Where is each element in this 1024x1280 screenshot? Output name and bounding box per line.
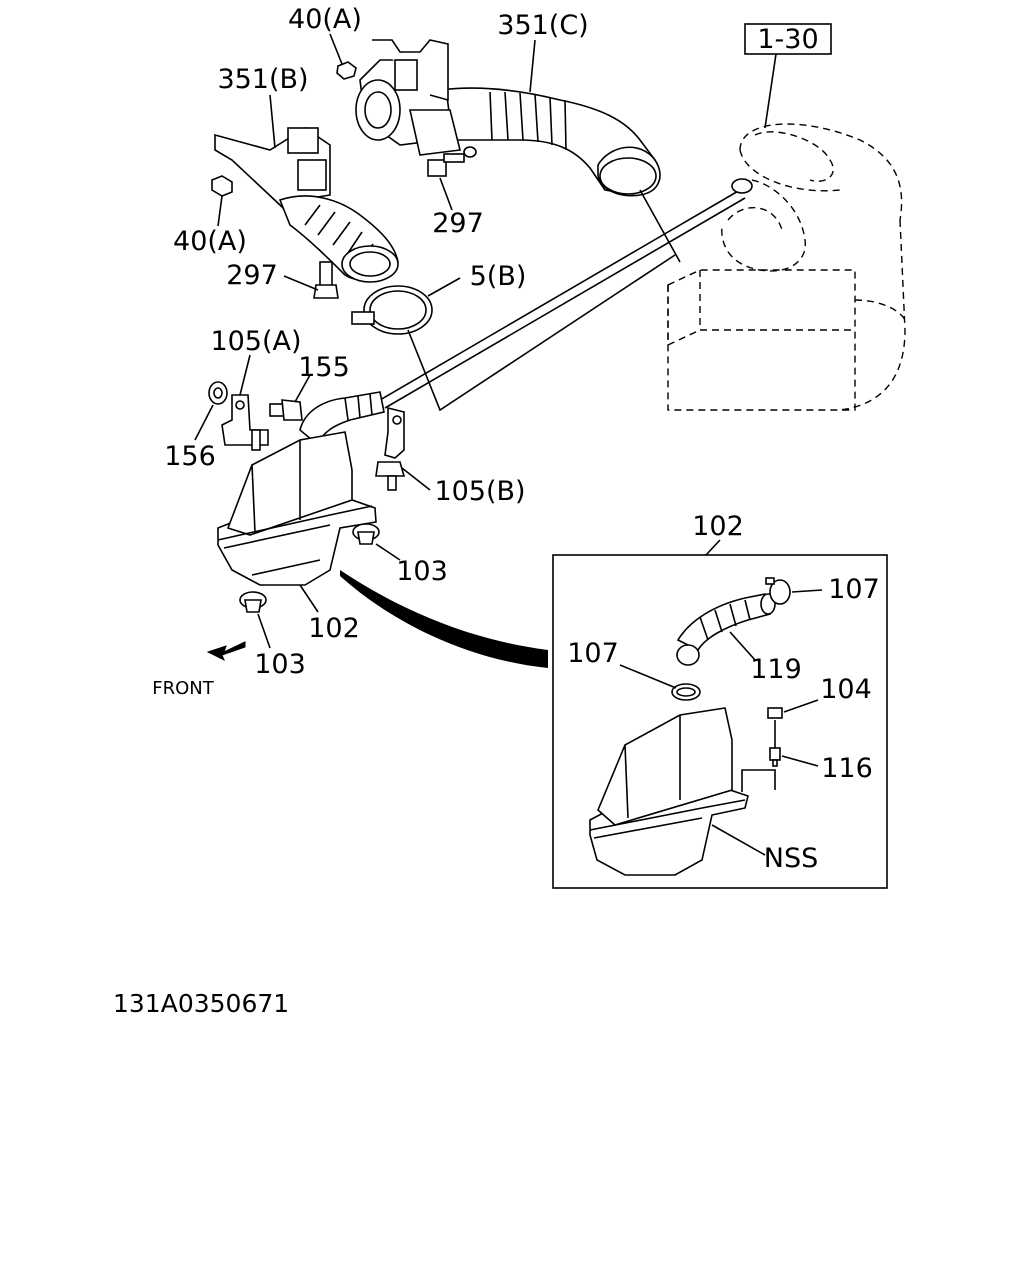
leader-103-bottom	[257, 613, 271, 649]
front-arrow-icon	[206, 641, 246, 662]
breather-pipe-upper	[379, 189, 741, 401]
leader-nss	[711, 824, 766, 856]
duct-351c-to-cleaner-leader	[639, 189, 681, 263]
bracket-105a	[221, 394, 269, 451]
detail-pointer-arrow	[340, 570, 548, 668]
inset-label-107-right: 107	[828, 574, 880, 605]
leader-5b	[427, 277, 461, 297]
label-105a: 105(A)	[210, 326, 301, 357]
nut-40a-top	[336, 61, 357, 80]
label-351b: 351(B)	[217, 64, 308, 95]
bracket-105b	[375, 406, 406, 491]
duct-routing-leader	[407, 254, 676, 412]
leader-107-left	[619, 664, 677, 689]
grommet-103-bottom	[239, 591, 267, 613]
bolt-297-left	[313, 261, 339, 299]
pipe-end	[731, 178, 753, 194]
air-duct-351b	[214, 127, 399, 283]
inset-label-104: 104	[820, 674, 872, 705]
label-40a-top: 40(A)	[288, 4, 362, 35]
leader-297-right	[439, 177, 453, 211]
label-103-bottom: 103	[254, 649, 306, 680]
inset-label-116: 116	[821, 753, 873, 784]
air-duct-351c	[355, 39, 661, 197]
ref-box-label: 1-30	[757, 24, 818, 55]
label-103-right: 103	[396, 556, 448, 587]
inset-resonator	[589, 707, 776, 876]
leader-351b	[269, 94, 276, 149]
leader-40a-left	[217, 195, 223, 227]
label-105b: 105(B)	[434, 476, 525, 507]
leader-297-left	[283, 275, 319, 291]
leader-105a	[239, 354, 251, 396]
label-5b: 5(B)	[470, 261, 527, 292]
inset-label-nss: NSS	[764, 843, 818, 874]
inset-clip-104	[767, 707, 783, 719]
air-cleaner-reference	[667, 123, 906, 411]
breather-pipe-lower	[384, 197, 746, 409]
label-297-left: 297	[226, 260, 278, 291]
leader-351c	[529, 39, 536, 93]
label-155: 155	[298, 352, 350, 383]
front-label: FRONT	[152, 678, 214, 699]
inset-clamp-107-right	[765, 577, 791, 605]
leader-116	[781, 755, 819, 767]
leader-119	[729, 631, 756, 661]
label-351c: 351(C)	[497, 10, 588, 41]
inset-pin-116	[769, 747, 781, 767]
leader-103-right	[375, 543, 401, 561]
label-102-main: 102	[308, 613, 360, 644]
inset-title: 102	[692, 511, 744, 542]
inset-label-107-left: 107	[567, 638, 619, 669]
resonator-102	[217, 431, 377, 586]
bolt-297-right	[427, 146, 477, 177]
leader-104	[783, 699, 819, 713]
reference-box	[744, 23, 832, 55]
grommet-103-right	[352, 523, 380, 545]
washer-156	[208, 381, 228, 405]
ref-box-leader	[764, 53, 777, 129]
inset-label-119: 119	[750, 654, 802, 685]
leader-107-right	[791, 589, 823, 593]
leader-155	[294, 374, 311, 403]
leader-156	[194, 404, 214, 441]
label-40a-left: 40(A)	[173, 226, 247, 257]
label-156: 156	[164, 441, 216, 472]
clamp-5b	[351, 285, 433, 335]
leader-102	[299, 584, 319, 613]
leader-40a-top	[329, 33, 343, 65]
inset-title-leader	[705, 539, 721, 556]
leader-105b	[401, 467, 431, 491]
diagram-code: 131A0350671	[113, 989, 289, 1018]
inset-clamp-107-left	[671, 683, 701, 701]
nut-40a-left	[211, 175, 233, 197]
label-297-right: 297	[432, 208, 484, 239]
bolt-155	[269, 399, 303, 421]
